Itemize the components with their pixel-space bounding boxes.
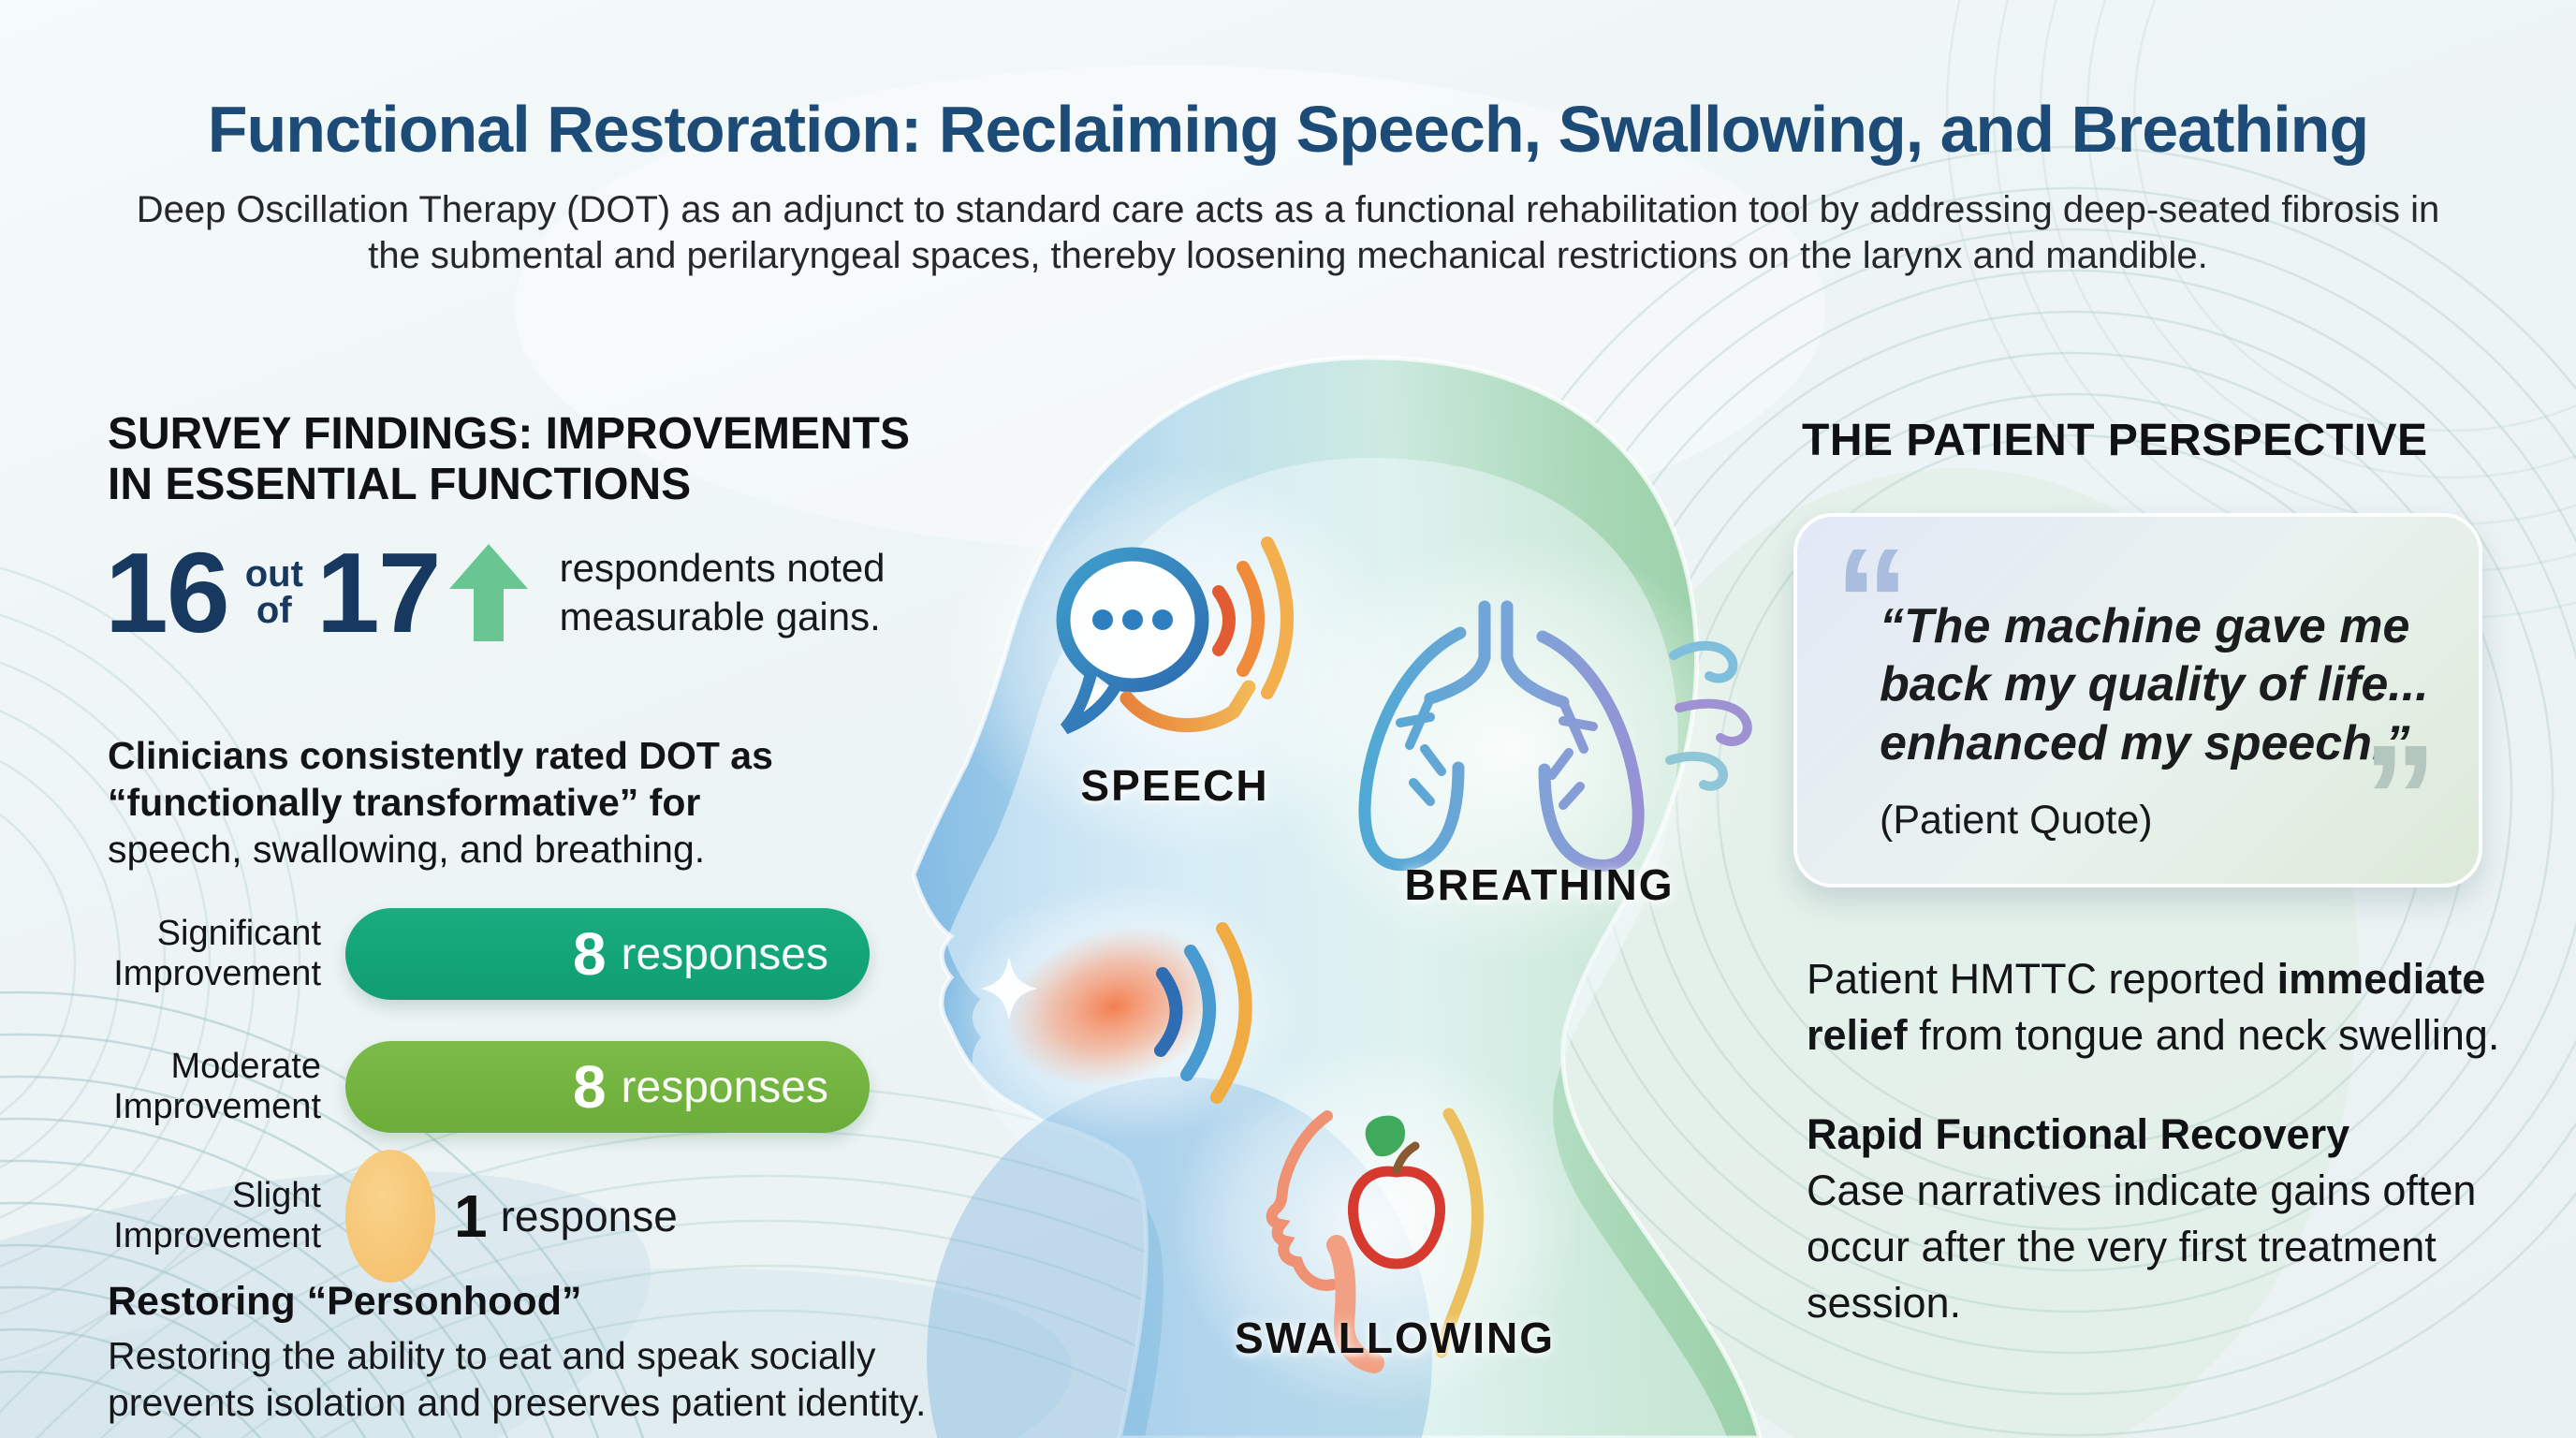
patient-perspective-heading: THE PATIENT PERSPECTIVE [1802,416,2428,465]
bar-label-moderate: Moderate Improvement [108,1047,321,1127]
bar-slight-dot [345,1150,435,1283]
lungs-icon [1358,600,1645,872]
bar-unit: response [500,1192,678,1240]
clinician-line2: “functionally transformative” for [108,781,701,825]
face-profile-line [1266,1110,1339,1291]
bar-label-line2: Improvement [113,1087,321,1126]
clinician-line1: Clinicians consistently rated DOT as [108,734,773,777]
personhood-heading: Restoring “Personhood” [108,1279,582,1324]
survey-stat: 16 out of 17 respondents noted measurabl… [105,536,915,650]
speech-label: SPEECH [1080,761,1269,810]
bar-unit: responses [621,1062,828,1112]
bar-value: 8 [572,920,607,988]
stat-out-label: out [244,552,303,594]
rapid-recovery-body: Case narratives indicate gains often occ… [1807,1167,2477,1327]
bar-label-significant: Significant Improvement [108,914,321,994]
breathing-label: BREATHING [1404,860,1675,909]
stat-denominator: 17 [315,529,442,656]
larynx-vibration-icon [981,922,1252,1104]
quote-line1: “The machine gave me [1880,599,2410,653]
quote-line3: enhanced my speech.” [1880,715,2410,770]
bar-unit: responses [621,929,828,979]
bar-row-slight: Slight Improvement 1 response [108,1150,678,1283]
clinician-line3: speech, swallowing, and breathing. [108,828,706,872]
quote-line2: back my quality of life... [1880,657,2429,712]
close-quote-icon: ” [2363,713,2437,881]
open-quote-icon: “ [1835,517,1910,684]
swallowing-icon [1266,1108,1484,1373]
up-arrow-icon [448,544,528,641]
personhood-note: Restoring “Personhood” Restoring the abi… [108,1279,1006,1427]
bar-label-slight: Slight Improvement [108,1176,321,1256]
page-title: Functional Restoration: Reclaiming Speec… [207,93,2369,166]
stat-of-label: of [256,590,292,631]
patient-quote-card: “ “The machine gave me back my quality o… [1793,513,2482,888]
throat-line [1435,1108,1484,1358]
bar-label-line2: Improvement [113,954,321,993]
quote-attribution: (Patient Quote) [1880,798,2153,843]
contour-lines-left-mid [0,566,301,1362]
sparkle-icon [981,957,1037,1020]
bar-value: 8 [572,1053,607,1121]
esophagus-line [1326,1235,1384,1373]
bar-label-line1: Moderate [170,1047,321,1087]
bar-significant: 8 responses [345,908,870,1000]
rapid-recovery-note: Rapid Functional Recovery Case narrative… [1807,1110,2481,1331]
patient-quote-text: “The machine gave me back my quality of … [1880,597,2429,772]
rapid-recovery-heading: Rapid Functional Recovery [1807,1110,2350,1158]
clinician-rating-note: Clinicians consistently rated DOT as “fu… [108,732,1044,873]
patient-relief-note: Patient HMTTC reported immediate relief … [1807,951,2510,1064]
survey-heading-line2: IN ESSENTIAL FUNCTIONS [108,459,692,509]
stat-numerator: 16 [105,529,230,656]
page-subtitle: Deep Oscillation Therapy (DOT) as an adj… [136,189,2440,276]
bar-row-moderate: Moderate Improvement 8 responses [108,1041,870,1133]
bar-label-line1: Significant [156,914,321,954]
breath-wind-icon [1665,640,1752,791]
apple-leaf [1365,1115,1406,1157]
note1-post: from tongue and neck swelling. [1907,1010,2500,1059]
swallowing-label: SWALLOWING [1235,1313,1555,1362]
stat-description: respondents noted measurable gains. [559,545,886,639]
contour-lines-bottom-left [0,990,644,1438]
bar-row-significant: Significant Improvement 8 responses [108,908,870,1000]
bar-moderate: 8 responses [345,1041,870,1133]
apple-icon [1347,1166,1446,1269]
personhood-body: Restoring the ability to eat and speak s… [108,1334,927,1425]
speech-bubble-icon [1056,536,1294,735]
bar-label-line1: Slight [231,1176,321,1216]
note1-pre: Patient HMTTC reported [1807,955,2277,1003]
note1-bold: immediate relief [1807,955,2486,1059]
survey-heading-line1: SURVEY FINDINGS: IMPROVEMENTS [108,409,911,459]
survey-findings-heading: SURVEY FINDINGS: IMPROVEMENTS IN ESSENTI… [108,409,969,510]
bar-label-line2: Improvement [113,1216,321,1255]
bar-value: 1 [454,1182,488,1250]
